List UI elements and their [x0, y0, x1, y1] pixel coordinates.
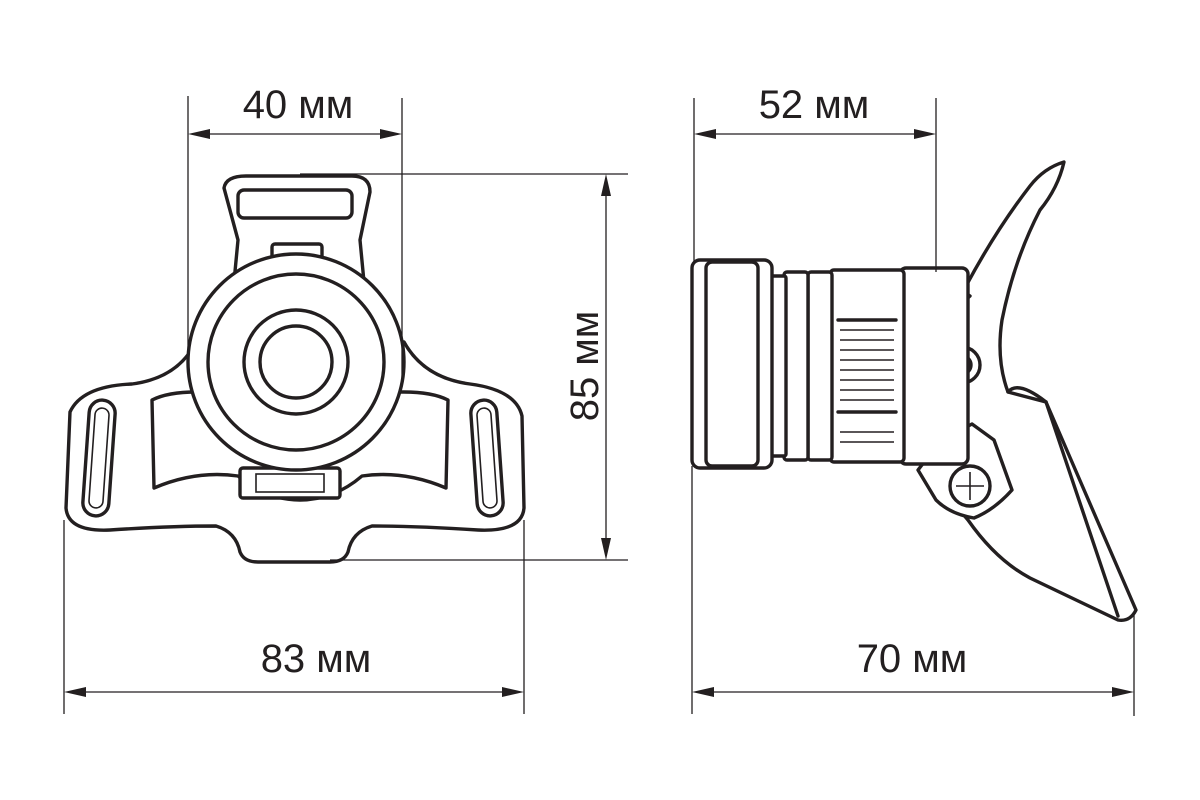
- dimension-lines: [63, 96, 1135, 716]
- lens-center: [258, 324, 334, 400]
- side-view-headlamp: [690, 160, 1138, 622]
- lamp-rear-cap: [898, 266, 970, 466]
- hinge-tab-bottom: [238, 466, 342, 500]
- top-clip-slot: [236, 188, 354, 220]
- dim-label-side-top: 52 мм: [759, 83, 870, 127]
- dim-label-front-bottom: 83 мм: [261, 637, 372, 681]
- base-inner-recess: [150, 390, 450, 502]
- dim-label-front-top: 40 мм: [243, 83, 354, 127]
- lamp-bezel-inner: [206, 272, 386, 452]
- right-strap-slot: [469, 398, 505, 518]
- top-clip: [222, 174, 372, 284]
- lamp-bezel-outer: [186, 252, 406, 472]
- dim-label-front-height: 85 мм: [563, 311, 607, 422]
- knurled-grip: [836, 318, 898, 443]
- front-view-headlamp: [64, 174, 526, 564]
- lens-ring: [242, 308, 350, 416]
- left-strap-slot: [81, 398, 117, 518]
- lamp-front-bezel: [690, 258, 774, 470]
- lamp-ring-3: [828, 268, 906, 464]
- dim-label-side-bottom: 70 мм: [857, 637, 968, 681]
- lamp-ring-2: [806, 270, 834, 462]
